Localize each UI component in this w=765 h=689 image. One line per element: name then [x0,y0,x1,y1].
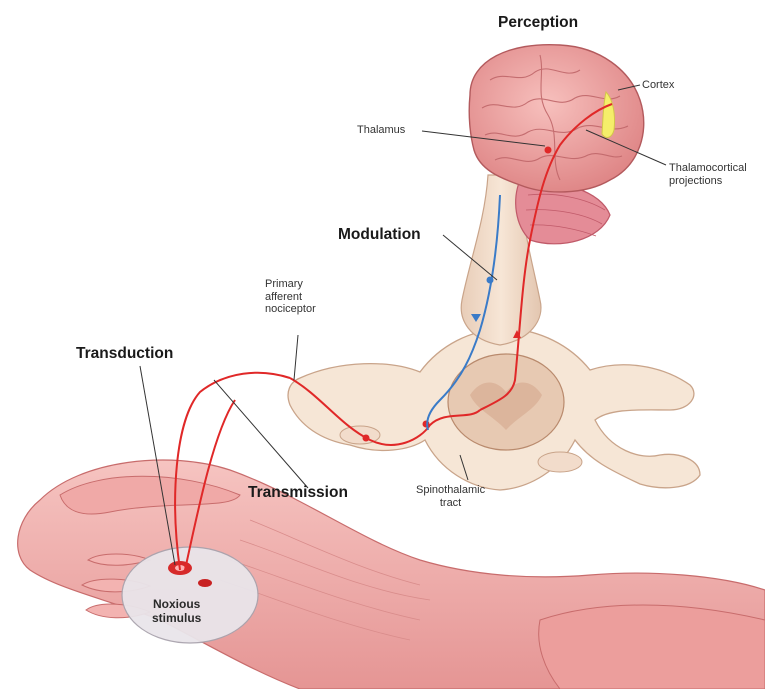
spinal-cord-section [288,328,700,490]
noxious-stimulus-zone [122,547,258,643]
label-primary-afferent-nociceptor: Primary afferent nociceptor [265,278,316,316]
label-modulation: Modulation [338,226,421,244]
brain [469,45,644,192]
label-transduction: Transduction [76,345,173,363]
label-noxious-stimulus: Noxious stimulus [152,598,201,626]
label-cortex: Cortex [642,79,674,92]
label-thalamus: Thalamus [357,124,405,137]
label-transmission: Transmission [248,484,348,502]
label-spinothalamic-tract: Spinothalamic tract [416,484,485,509]
label-perception: Perception [498,14,578,32]
label-thalamocortical-projections: Thalamocortical projections [669,162,747,187]
